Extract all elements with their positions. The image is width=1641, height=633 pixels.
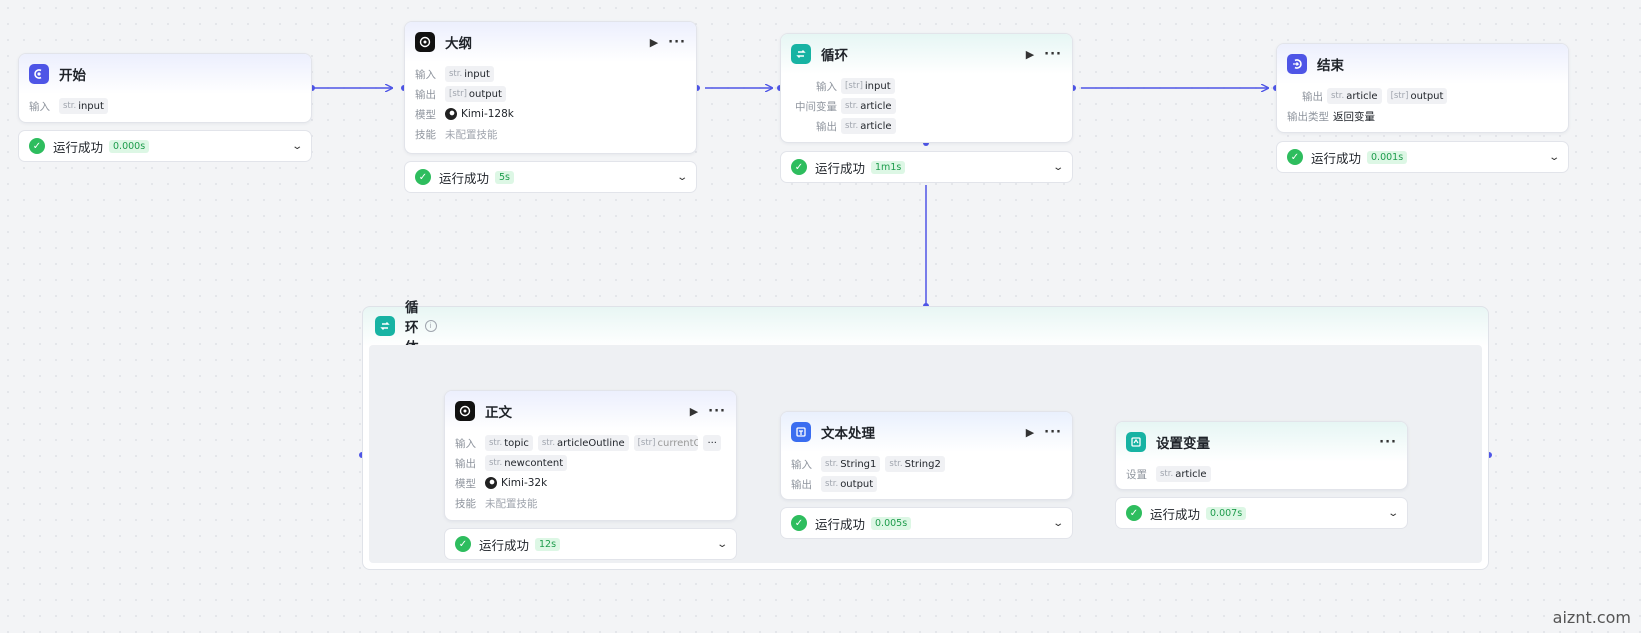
- chevron-down-icon[interactable]: ⌄: [1547, 151, 1560, 163]
- run-icon[interactable]: ▶: [649, 35, 659, 49]
- text-process-node[interactable]: 文本处理 ▶··· 输入 str.String1 str.String2 输出 …: [780, 411, 1073, 500]
- more-icon[interactable]: ···: [1044, 46, 1062, 62]
- check-icon: ✓: [1126, 505, 1142, 521]
- input-var: [str]input: [841, 78, 895, 94]
- start-status[interactable]: ✓ 运行成功 0.000s ⌄: [18, 130, 312, 162]
- more-inputs-button[interactable]: ···: [703, 435, 721, 451]
- check-icon: ✓: [415, 169, 431, 185]
- input-var: str.input: [59, 98, 108, 114]
- chevron-down-icon[interactable]: ⌄: [1386, 507, 1399, 519]
- output-type-value: 返回变量: [1333, 110, 1375, 123]
- input-var: str.String1: [821, 456, 881, 472]
- check-icon: ✓: [1287, 149, 1303, 165]
- run-time: 1m1s: [871, 160, 906, 174]
- run-icon[interactable]: ▶: [1025, 47, 1035, 61]
- input-var: str.topic: [485, 435, 533, 451]
- set-variable-node[interactable]: 设置变量 ··· 设置 str.article: [1115, 421, 1408, 490]
- run-time: 0.000s: [109, 139, 150, 153]
- set-var: str.article: [1156, 466, 1211, 482]
- run-icon[interactable]: ▶: [689, 404, 699, 418]
- chevron-down-icon[interactable]: ⌄: [715, 538, 728, 550]
- outline-status[interactable]: ✓ 运行成功 5s ⌄: [404, 161, 697, 193]
- output-var: str.article: [841, 118, 896, 134]
- run-time: 12s: [535, 537, 561, 551]
- chevron-down-icon[interactable]: ⌄: [675, 171, 688, 183]
- output-var: str.output: [821, 476, 878, 492]
- run-icon[interactable]: ▶: [1025, 425, 1035, 439]
- output-var: [str]output: [1386, 88, 1448, 104]
- more-icon[interactable]: ···: [708, 403, 726, 419]
- input-label: 输入: [29, 100, 50, 113]
- body-node[interactable]: 正文 ▶··· 输入 str.topic str.articleOutline …: [444, 390, 737, 521]
- skill-value: 未配置技能: [485, 497, 538, 510]
- check-icon: ✓: [29, 138, 45, 154]
- node-title: 开始: [59, 68, 86, 84]
- start-icon: [29, 64, 49, 84]
- end-status[interactable]: ✓ 运行成功 0.001s ⌄: [1276, 141, 1569, 173]
- set-variable-status[interactable]: ✓ 运行成功 0.007s ⌄: [1115, 497, 1408, 529]
- end-icon: [1287, 54, 1307, 74]
- more-icon[interactable]: ···: [1379, 434, 1397, 450]
- outline-node[interactable]: 大纲 ▶··· 输入 str.input 输出 [str]output 模型 K…: [404, 21, 697, 154]
- model-icon: [485, 477, 497, 489]
- check-icon: ✓: [455, 536, 471, 552]
- chevron-down-icon[interactable]: ⌄: [1051, 517, 1064, 529]
- info-icon[interactable]: i: [424, 320, 437, 332]
- chevron-down-icon[interactable]: ⌄: [290, 140, 303, 152]
- output-var: str.newcontent: [485, 455, 568, 471]
- more-icon[interactable]: ···: [1044, 424, 1062, 440]
- llm-icon: [455, 401, 475, 421]
- llm-icon: [415, 32, 435, 52]
- run-time: 0.007s: [1206, 506, 1247, 520]
- watermark: aiznt.com: [1552, 608, 1631, 627]
- loop-node[interactable]: 循环 ▶··· 输入 [str]input 中间变量 str.article 输…: [780, 33, 1073, 143]
- run-time: 0.005s: [871, 516, 912, 530]
- text-process-status[interactable]: ✓ 运行成功 0.005s ⌄: [780, 507, 1073, 539]
- input-var: str.articleOutline: [537, 435, 629, 451]
- skill-value: 未配置技能: [445, 128, 498, 141]
- check-icon: ✓: [791, 159, 807, 175]
- model-icon: [445, 108, 457, 120]
- check-icon: ✓: [791, 515, 807, 531]
- intermediate-var: str.article: [841, 98, 896, 114]
- run-time: 5s: [495, 170, 515, 184]
- loop-icon: [791, 44, 811, 64]
- model-name: Kimi-128k: [461, 108, 514, 120]
- output-var: str.article: [1327, 88, 1382, 104]
- set-variable-icon: [1126, 432, 1146, 452]
- loop-icon: [375, 316, 395, 336]
- input-var: [str]currentOut: [633, 435, 699, 451]
- body-status[interactable]: ✓ 运行成功 12s ⌄: [444, 528, 737, 560]
- input-var: str.String2: [885, 456, 945, 472]
- chevron-down-icon[interactable]: ⌄: [1051, 161, 1064, 173]
- end-node[interactable]: 结束 输出 str.article [str]output 输出类型 返回变量: [1276, 43, 1569, 133]
- output-var: [str]output: [445, 86, 506, 102]
- more-icon[interactable]: ···: [668, 34, 686, 50]
- loop-status[interactable]: ✓ 运行成功 1m1s ⌄: [780, 151, 1073, 183]
- start-node[interactable]: 开始 输入 str.input: [18, 53, 312, 123]
- text-process-icon: [791, 422, 811, 442]
- run-time: 0.001s: [1367, 150, 1408, 164]
- input-var: str.input: [445, 66, 494, 82]
- model-name: Kimi-32k: [501, 477, 548, 489]
